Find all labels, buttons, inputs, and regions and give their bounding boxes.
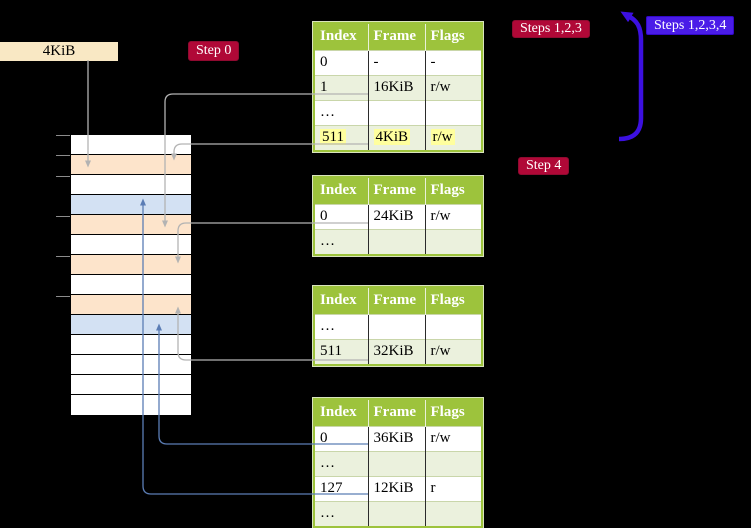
memory-tick <box>56 176 70 177</box>
memory-frame-row <box>71 195 191 215</box>
column-header: Index <box>315 288 369 314</box>
table-cell: 511 <box>315 124 369 150</box>
column-header: Frame <box>368 178 426 204</box>
table-row: … <box>315 313 481 339</box>
highlighted-value: 511 <box>320 129 346 146</box>
table-cell: 0 <box>315 203 369 229</box>
step-0-badge: Step 0 <box>188 41 240 61</box>
memory-frame-row <box>71 135 191 155</box>
column-header: Frame <box>368 24 426 50</box>
physical-memory-stack <box>70 134 192 416</box>
table-cell <box>368 500 426 526</box>
memory-frame-row <box>71 275 191 295</box>
table-cell: … <box>315 228 369 254</box>
highlighted-value: 4KiB <box>373 129 411 146</box>
table-cell <box>368 228 426 254</box>
memory-frame-row <box>71 175 191 195</box>
steps-1-2-3-badge: Steps 1,2,3 <box>512 20 590 38</box>
table-row: … <box>315 450 481 476</box>
loop-back-arrow <box>618 11 644 142</box>
table-cell: 12KiB <box>368 475 426 501</box>
table-cell <box>368 99 426 125</box>
table-cell: 4KiB <box>368 124 426 150</box>
step-4-badge: Step 4 <box>518 157 570 175</box>
column-header: Flags <box>425 400 481 426</box>
table-cell: 16KiB <box>368 74 426 100</box>
memory-tick <box>56 135 70 136</box>
column-header: Index <box>315 178 369 204</box>
table-cell: 32KiB <box>368 338 426 364</box>
table-cell: … <box>315 500 369 526</box>
table-cell: r/w <box>425 425 481 451</box>
table-cell <box>425 450 481 476</box>
table-cell: - <box>368 49 426 75</box>
steps-1-2-3-4-badge: Steps 1,2,3,4 <box>646 16 735 35</box>
memory-frame-row <box>71 375 191 395</box>
column-header: Index <box>315 24 369 50</box>
memory-frame-row <box>71 335 191 355</box>
memory-frame-row <box>71 155 191 175</box>
table-cell: … <box>315 450 369 476</box>
table-cell: r/w <box>425 74 481 100</box>
table-cell: r/w <box>425 338 481 364</box>
highlighted-value: r/w <box>430 129 455 146</box>
memory-frame-row <box>71 355 191 375</box>
table-cell: r/w <box>425 203 481 229</box>
table-cell: … <box>315 313 369 339</box>
table-row: … <box>315 228 481 254</box>
table-cell <box>425 313 481 339</box>
memory-frame-row <box>71 395 191 415</box>
memory-size-label: 4KiB <box>0 42 118 61</box>
table-row: 0-- <box>315 49 481 75</box>
column-header: Flags <box>425 288 481 314</box>
table-cell: 1 <box>315 74 369 100</box>
table-cell: 0 <box>315 49 369 75</box>
table-cell: 24KiB <box>368 203 426 229</box>
column-header: Frame <box>368 288 426 314</box>
table-cell <box>368 313 426 339</box>
table-cell: 36KiB <box>368 425 426 451</box>
table-cell <box>368 450 426 476</box>
memory-frame-row <box>71 315 191 335</box>
memory-frame-row <box>71 255 191 275</box>
memory-frame-row <box>71 295 191 315</box>
memory-tick <box>56 296 70 297</box>
table-cell: r <box>425 475 481 501</box>
column-header: Index <box>315 400 369 426</box>
memory-frame-row <box>71 235 191 255</box>
column-header: Frame <box>368 400 426 426</box>
table-row: … <box>315 99 481 125</box>
column-header: Flags <box>425 178 481 204</box>
memory-tick <box>56 155 70 156</box>
table-cell: 127 <box>315 475 369 501</box>
table-cell: r/w <box>425 124 481 150</box>
table-row: … <box>315 500 481 526</box>
table-row: 511 4KiB r/w <box>315 124 481 150</box>
table-cell <box>425 228 481 254</box>
table-cell <box>425 500 481 526</box>
column-header: Flags <box>425 24 481 50</box>
memory-tick <box>56 216 70 217</box>
memory-tick <box>56 256 70 257</box>
memory-frame-row <box>71 215 191 235</box>
table-cell: 511 <box>315 338 369 364</box>
table-cell: 0 <box>315 425 369 451</box>
table-cell: … <box>315 99 369 125</box>
table-cell: - <box>425 49 481 75</box>
table-cell <box>425 99 481 125</box>
